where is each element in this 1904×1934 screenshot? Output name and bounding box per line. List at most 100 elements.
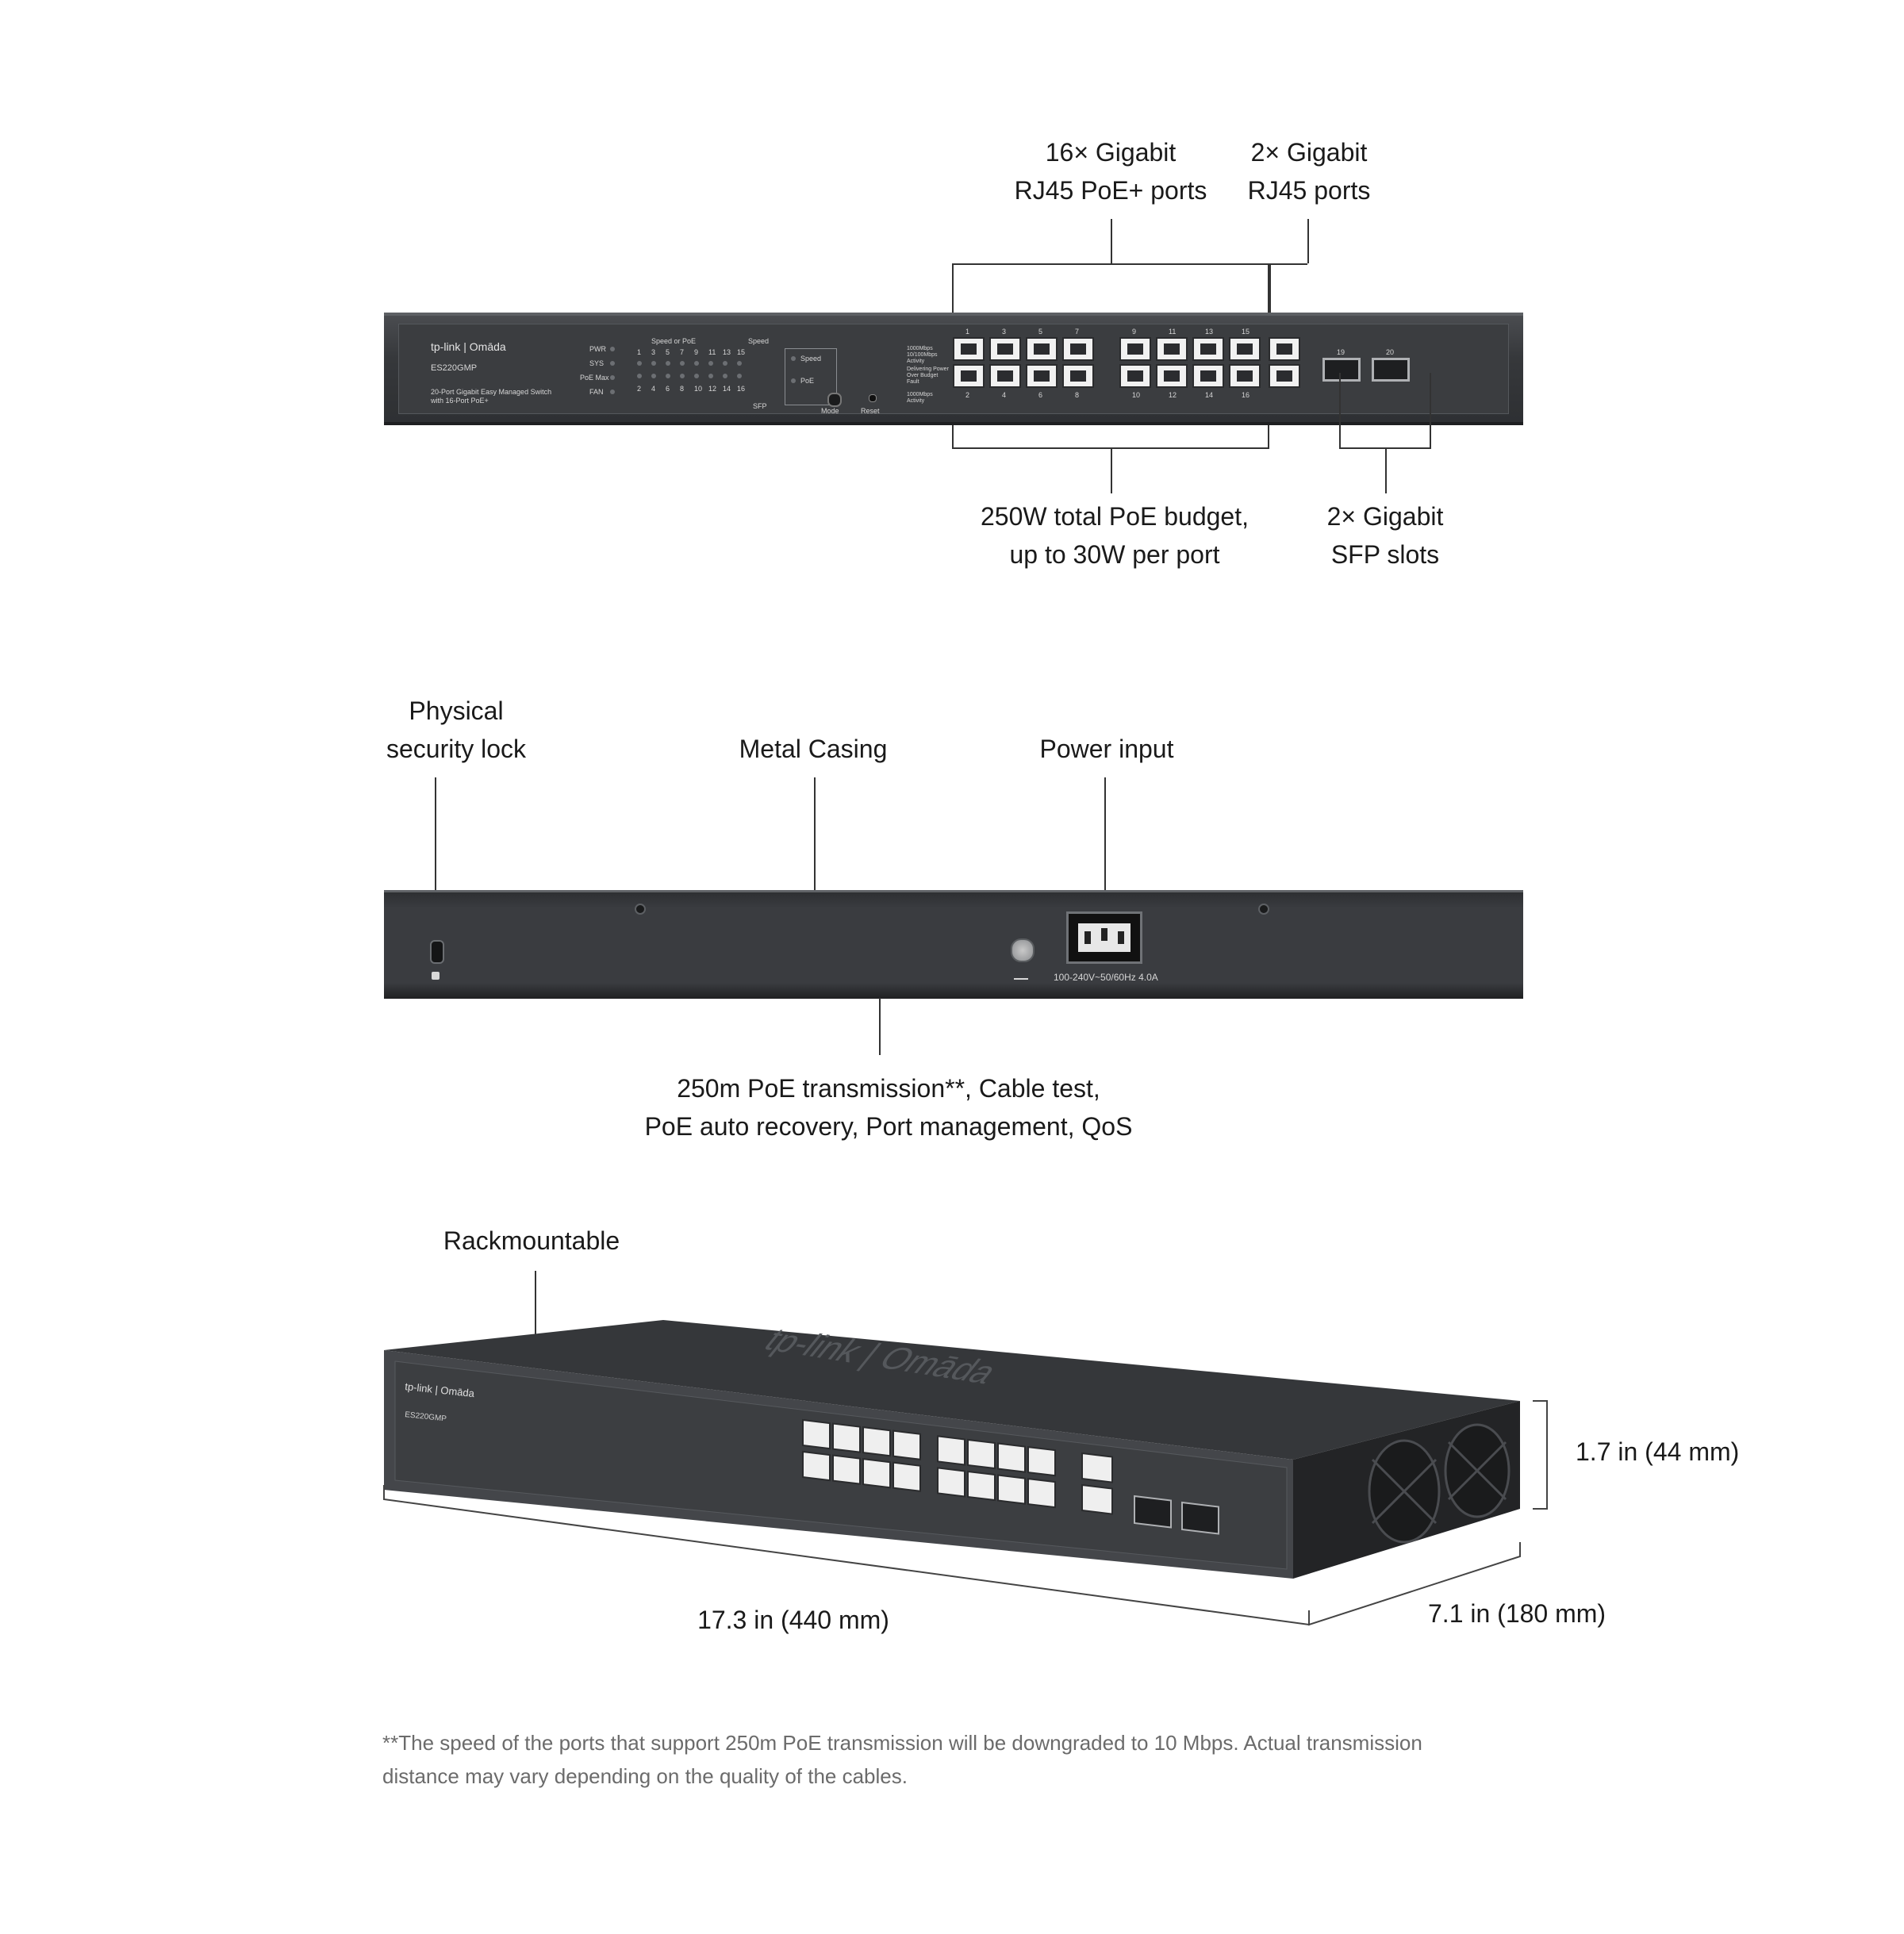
rj45-port-3d-bottom[interactable]: [1027, 1477, 1056, 1509]
led-fan: [610, 389, 615, 394]
sfp-num: 19: [1337, 348, 1345, 356]
port-num-top: 7: [1075, 328, 1080, 336]
leader-poe-budget: [1111, 449, 1112, 493]
leader-power-input: [1104, 777, 1106, 919]
rj45-port-3d-top[interactable]: [862, 1426, 891, 1457]
rj45-port-top[interactable]: [1156, 337, 1188, 361]
rj45-port-top[interactable]: [1229, 337, 1261, 361]
port-led: [737, 361, 742, 366]
led-num-top: 15: [737, 348, 746, 356]
legend-sfp-item: 1000Mbps: [907, 392, 933, 397]
rj45-port-18[interactable]: [1269, 364, 1300, 388]
rj45-port-top[interactable]: [1062, 337, 1094, 361]
callout-power-input: Power input: [1039, 735, 1174, 763]
mode-poe-label: PoE: [800, 377, 815, 385]
legend-speed-item: 10/100Mbps: [907, 352, 938, 358]
rj45-port-3d-top[interactable]: [802, 1418, 831, 1450]
sfp-slot-3d-19[interactable]: [1134, 1495, 1172, 1529]
dim-height-line: [1533, 1400, 1548, 1510]
sfp-slot[interactable]: [1322, 358, 1361, 382]
rj45-port-3d-bottom[interactable]: [937, 1467, 965, 1498]
rj45-port-3d-bottom[interactable]: [892, 1461, 921, 1492]
rj45-port-3d-top[interactable]: [967, 1438, 996, 1470]
led-label-sys: SYS: [589, 359, 605, 367]
led-num-top: 11: [708, 348, 716, 356]
rj45-port-3d-top[interactable]: [892, 1429, 921, 1460]
sfp-slot-3d-20[interactable]: [1181, 1501, 1219, 1535]
rear-screw-left: [635, 904, 646, 915]
rj45-port-bottom[interactable]: [989, 364, 1021, 388]
leader-metal-casing: [814, 777, 816, 893]
mode-speed-led: [791, 356, 796, 361]
port-led: [666, 374, 670, 378]
rj45-port-3d-bottom[interactable]: [862, 1457, 891, 1489]
led-num-bottom: 14: [723, 385, 731, 393]
ground-screw: [1011, 938, 1035, 962]
rj45-port-top[interactable]: [1192, 337, 1224, 361]
rj45-port-top[interactable]: [953, 337, 985, 361]
footnote: **The speed of the ports that support 25…: [382, 1731, 1422, 1788]
rj45-port-3d-bottom[interactable]: [802, 1450, 831, 1482]
led-num-bottom: 4: [651, 385, 656, 393]
dim-depth-label: 7.1 in (180 mm): [1428, 1599, 1606, 1628]
rj45-port-bottom[interactable]: [1062, 364, 1094, 388]
rj45-port-3d-bottom[interactable]: [967, 1470, 996, 1502]
rj45-port-3d-top[interactable]: [832, 1422, 861, 1453]
port-num-bottom: 2: [965, 391, 970, 399]
dim-height-label: 1.7 in (44 mm): [1576, 1437, 1740, 1466]
rj45-port-bottom[interactable]: [1119, 364, 1151, 388]
reset-button[interactable]: [869, 394, 877, 402]
mode-box: [785, 348, 837, 405]
security-lock-slot[interactable]: [430, 940, 444, 964]
port-num-top: 3: [1002, 328, 1007, 336]
rj45-port-bottom[interactable]: [1229, 364, 1261, 388]
rj45-port-3d-bottom[interactable]: [832, 1454, 861, 1485]
led-sys: [610, 361, 615, 366]
callout-poe-budget: 250W total PoE budget, up to 30W per por…: [981, 502, 1249, 569]
legend-poe-item: Over Budget: [907, 373, 939, 378]
port-block-3d: [802, 1418, 1219, 1535]
sfp-slot[interactable]: [1372, 358, 1410, 382]
mode-label: Mode: [821, 407, 839, 415]
led-num-bottom: 10: [694, 385, 703, 393]
rj45-port-3d-top[interactable]: [937, 1435, 965, 1466]
rj45-port-top[interactable]: [989, 337, 1021, 361]
rj45-port-bottom[interactable]: [953, 364, 985, 388]
port-num-top: 9: [1132, 328, 1137, 336]
rj45-port-top[interactable]: [1119, 337, 1151, 361]
reset-label: Reset: [861, 407, 880, 415]
bracket-rj45-side: [1269, 263, 1271, 343]
port-num-top: 5: [1038, 328, 1043, 336]
mode-button[interactable]: [827, 393, 842, 407]
rj45-port-3d-17[interactable]: [1081, 1452, 1113, 1483]
power-socket[interactable]: [1066, 911, 1142, 964]
rj45-port-bottom[interactable]: [1192, 364, 1224, 388]
mode-poe-led: [791, 378, 796, 383]
port-led: [680, 374, 685, 378]
legend-poe-item: Fault: [907, 379, 919, 385]
port-led: [666, 361, 670, 366]
rj45-port-17[interactable]: [1269, 337, 1300, 361]
rj45-port-bottom[interactable]: [1026, 364, 1058, 388]
model-desc-2: with 16-Port PoE+: [431, 397, 489, 405]
model-desc-1: 20-Port Gigabit Easy Managed Switch: [431, 388, 552, 396]
port-led: [737, 374, 742, 378]
callout-security-lock: Physical security lock: [386, 696, 527, 763]
port-led: [651, 374, 656, 378]
rj45-port-top[interactable]: [1026, 337, 1058, 361]
led-num-top: 5: [666, 348, 670, 356]
legend-poe-item: Delivering Power: [907, 366, 949, 372]
rj45-port-3d-18[interactable]: [1081, 1483, 1113, 1515]
port-led: [680, 361, 685, 366]
rj45-port-3d-top[interactable]: [997, 1442, 1026, 1473]
led-label-poemax: PoE Max: [580, 374, 609, 382]
port-led: [708, 361, 713, 366]
rj45-port-3d-top[interactable]: [1027, 1445, 1056, 1477]
rear-screw-right: [1258, 904, 1269, 915]
leader-security-lock: [435, 777, 436, 936]
rj45-port-bottom[interactable]: [1156, 364, 1188, 388]
port-led: [637, 361, 642, 366]
port-num-bottom: 10: [1132, 391, 1141, 399]
rj45-port-3d-bottom[interactable]: [997, 1474, 1026, 1505]
